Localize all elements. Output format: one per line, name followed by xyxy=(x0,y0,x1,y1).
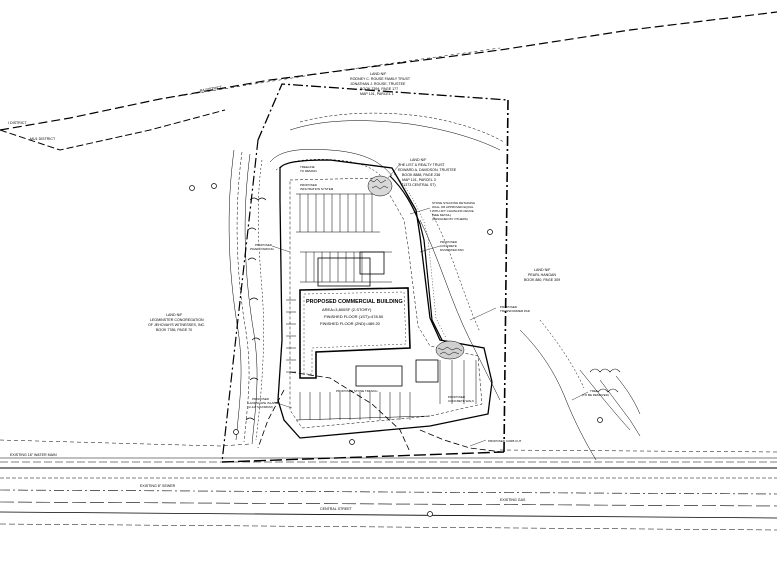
svg-text:WALL OR APPROVED EQUAL: WALL OR APPROVED EQUAL xyxy=(432,205,474,209)
water-main-label: EXISTING 16" WATER MAIN xyxy=(10,453,57,457)
svg-text:LAND N/F: LAND N/F xyxy=(370,72,387,76)
svg-text:RODNEY C. ROUSE FAMILY TRUST: RODNEY C. ROUSE FAMILY TRUST xyxy=(350,77,411,81)
svg-text:(1373 CENTRAL ST): (1373 CENTRAL ST) xyxy=(402,183,436,187)
gas-label: EXISTING GAS xyxy=(500,498,526,502)
building-ffe: FINISHED FLOOR (1ST)=478.50 xyxy=(324,314,384,319)
note-curb-cut: PROPOSED CURB CUT xyxy=(488,439,522,443)
svg-text:INFILTRATION SYSTEM: INFILTRATION SYSTEM xyxy=(300,187,334,191)
svg-text:BOOK 7394, PAGE 177: BOOK 7394, PAGE 177 xyxy=(360,87,398,91)
svg-text:(TO BE REMOVED): (TO BE REMOVED) xyxy=(582,393,609,397)
leader-lines xyxy=(271,163,589,447)
sewer-label: EXISTING 8" SEWER xyxy=(140,484,176,488)
site-structures xyxy=(317,251,439,387)
note-concrete-walk: PROPOSED CONCRETE WALK xyxy=(448,395,474,403)
abutter-west: LAND N/F LEOMINSTER CONGREGATION OF JEHO… xyxy=(148,313,205,332)
svg-text:(SEE DETAIL): (SEE DETAIL) xyxy=(432,213,451,217)
svg-text:PROPOSED: PROPOSED xyxy=(252,397,270,401)
svg-text:CONCRETE WALK: CONCRETE WALK xyxy=(448,399,474,403)
parking-stalls xyxy=(286,193,477,421)
svg-text:BOOK 7786, PAGE 70: BOOK 7786, PAGE 70 xyxy=(156,328,192,332)
svg-text:TO REMAIN: TO REMAIN xyxy=(300,169,317,173)
stone-riprap-areas xyxy=(367,175,465,360)
building-ffe2: FINISHED FLOOR (2ND)=489.20 xyxy=(320,321,381,326)
svg-text:CONCRETE: CONCRETE xyxy=(440,244,457,248)
note-tree-removed: TREE (TO BE REMOVED) xyxy=(582,389,609,397)
i-district-label: I DISTRICT xyxy=(8,121,27,125)
ra-district-label: RA DISTRICT xyxy=(199,85,223,93)
svg-text:PROPOSED: PROPOSED xyxy=(300,183,318,187)
svg-text:WITH 4FT CHAINLINK FENCE: WITH 4FT CHAINLINK FENCE xyxy=(432,209,474,213)
svg-text:TREELINE: TREELINE xyxy=(300,165,315,169)
note-detention: INFILTRATION SYSTEM PROPOSED xyxy=(300,183,334,191)
svg-text:EDWARD A. DAVIDSON, TRUSTEE: EDWARD A. DAVIDSON, TRUSTEE xyxy=(398,168,457,172)
building-area: AREA=3,800SF (2-STORY) xyxy=(322,307,372,312)
svg-text:DUMPSTER PAD: DUMPSTER PAD xyxy=(440,248,464,252)
note-tree-line: TREELINE TO REMAIN xyxy=(300,165,317,173)
street-right-of-way xyxy=(0,439,777,531)
svg-text:MAP 101, PARCEL 3: MAP 101, PARCEL 3 xyxy=(402,178,436,182)
note-paved-lot: PROPOSED PAVED PARKING xyxy=(250,243,275,251)
svg-text:PROPOSED: PROPOSED xyxy=(440,240,458,244)
proposed-utilities xyxy=(257,371,503,453)
utility-poles xyxy=(189,183,603,517)
note-dumpster: PROPOSED CONCRETE DUMPSTER PAD xyxy=(440,240,464,252)
svg-text:BOOK 880, PAGE 309: BOOK 880, PAGE 309 xyxy=(524,278,560,282)
svg-text:STONE STACKING RETAINING: STONE STACKING RETAINING xyxy=(432,201,476,205)
abutter-north: LAND N/F RODNEY C. ROUSE FAMILY TRUST JO… xyxy=(350,72,411,96)
svg-text:BOOK 8888, PAGE 238: BOOK 8888, PAGE 238 xyxy=(402,173,440,177)
svg-text:LAND N/F: LAND N/F xyxy=(410,158,427,162)
svg-text:(2-1/2' MAXIMUM): (2-1/2' MAXIMUM) xyxy=(248,405,273,409)
paved-parking-area xyxy=(277,159,493,439)
topography-contours xyxy=(228,112,641,461)
mu1-district-label: MU1 DISTRICT xyxy=(30,137,56,141)
zoning-district-lines xyxy=(0,11,777,151)
svg-text:LEOMINSTER CONGREGATION: LEOMINSTER CONGREGATION xyxy=(150,318,204,322)
note-retaining-wall: STONE STACKING RETAINING WALL OR APPROVE… xyxy=(432,201,476,221)
abutter-east: LAND N/F PEARL HANGAN BOOK 880, PAGE 309 xyxy=(524,268,560,282)
svg-text:THE LIST & REALTY TRUST: THE LIST & REALTY TRUST xyxy=(398,163,445,167)
svg-text:LANDSCAPE ISLAND: LANDSCAPE ISLAND xyxy=(248,401,279,405)
retaining-wall xyxy=(389,173,447,341)
svg-text:PROPOSED: PROPOSED xyxy=(500,305,518,309)
note-stone-trench: PROPOSED STONE TRENCH xyxy=(336,389,377,393)
svg-text:TRANSFORMER PAD: TRANSFORMER PAD xyxy=(500,309,531,313)
svg-text:(DESIGNED BY OTHERS): (DESIGNED BY OTHERS) xyxy=(432,217,468,221)
svg-text:PEARL HANGAN: PEARL HANGAN xyxy=(528,273,556,277)
note-transformer: PROPOSED TRANSFORMER PAD xyxy=(500,305,531,313)
svg-text:PROPOSED: PROPOSED xyxy=(255,243,273,247)
building-title: PROPOSED COMMERCIAL BUILDING xyxy=(306,299,403,305)
tree-line xyxy=(245,197,621,421)
svg-text:PROPOSED: PROPOSED xyxy=(448,395,466,399)
svg-text:LAND N/F: LAND N/F xyxy=(534,268,551,272)
street-name-label: CENTRAL STREET xyxy=(320,507,353,511)
property-boundary xyxy=(221,83,509,463)
svg-text:PAVED PARKING: PAVED PARKING xyxy=(250,247,275,251)
abutter-northeast: LAND N/F THE LIST & REALTY TRUST EDWARD … xyxy=(398,158,457,187)
note-landscape-islands: PROPOSED LANDSCAPE ISLAND (2-1/2' MAXIMU… xyxy=(248,397,279,409)
svg-text:JONATHAN J. ROUSE, TRUSTEE: JONATHAN J. ROUSE, TRUSTEE xyxy=(350,82,406,86)
svg-text:MAP 101, PARCEL 1: MAP 101, PARCEL 1 xyxy=(360,92,394,96)
svg-text:OF JEHOVAH'S WITNESSES, INC.: OF JEHOVAH'S WITNESSES, INC. xyxy=(148,323,205,327)
svg-text:LAND N/F: LAND N/F xyxy=(166,313,183,317)
svg-text:TREE: TREE xyxy=(590,389,598,393)
